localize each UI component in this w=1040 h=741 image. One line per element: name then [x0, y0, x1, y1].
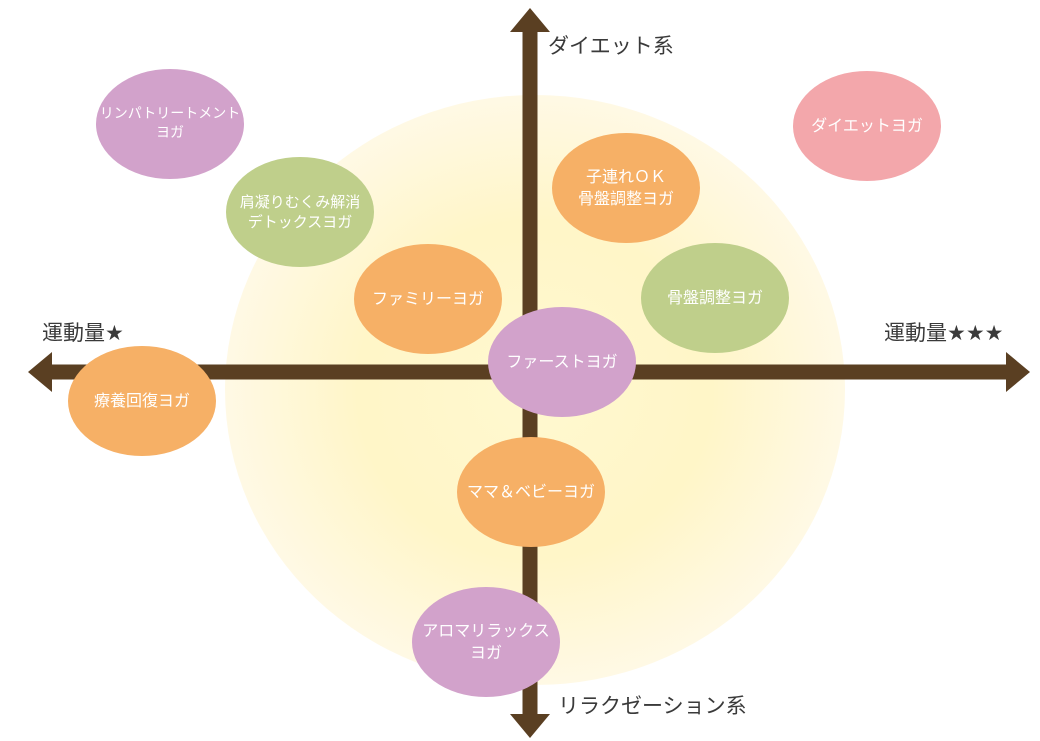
- node-detox-line1: 肩凝りむくみ解消: [239, 192, 361, 211]
- node-recovery-yoga: 療養回復ヨガ: [68, 346, 216, 456]
- node-first-line1: ファーストヨガ: [506, 352, 618, 372]
- node-mama-baby-yoga: ママ＆ベビーヨガ: [457, 437, 605, 547]
- node-family-yoga: ファミリーヨガ: [354, 244, 502, 354]
- node-pelvis-yoga: 骨盤調整ヨガ: [641, 243, 789, 353]
- right-arrow-icon: [1006, 352, 1030, 392]
- node-family-line1: ファミリーヨガ: [371, 289, 484, 309]
- node-first-yoga: ファーストヨガ: [488, 307, 636, 417]
- axis-label-top: ダイエット系: [548, 34, 674, 58]
- node-lymph-treatment-yoga: リンパトリートメント ヨガ: [96, 69, 244, 179]
- node-recovery-line1: 療養回復ヨガ: [93, 391, 190, 411]
- axis-label-left: 運動量★: [42, 321, 124, 345]
- down-arrow-icon: [510, 714, 550, 738]
- node-detox-yoga: 肩凝りむくみ解消 デトックスヨガ: [226, 157, 374, 267]
- node-aroma-line2: ヨガ: [469, 643, 502, 662]
- node-diet-line1: ダイエットヨガ: [811, 116, 923, 136]
- node-kids-line2: 骨盤調整ヨガ: [577, 189, 674, 208]
- node-pelvis-line1: 骨盤調整ヨガ: [666, 288, 763, 308]
- left-arrow-icon: [28, 352, 52, 392]
- axis-label-bottom: リラクゼーション系: [558, 694, 747, 718]
- node-kids-line1: 子連れＯＫ: [585, 167, 666, 187]
- node-diet-yoga: ダイエットヨガ: [793, 71, 941, 181]
- node-kids-pelvis-yoga: 子連れＯＫ 骨盤調整ヨガ: [552, 133, 700, 243]
- node-aroma-line1: アロマリラックス: [422, 621, 550, 641]
- node-lymph-line2: ヨガ: [156, 125, 184, 141]
- node-mamababy-line1: ママ＆ベビーヨガ: [466, 482, 595, 502]
- node-aroma-relax-yoga: アロマリラックス ヨガ: [412, 587, 560, 697]
- up-arrow-icon: [510, 8, 550, 32]
- axis-label-right: 運動量★★★: [884, 321, 1004, 345]
- node-lymph-line1: リンパトリートメント: [99, 106, 241, 123]
- node-detox-line2: デトックスヨガ: [247, 213, 353, 231]
